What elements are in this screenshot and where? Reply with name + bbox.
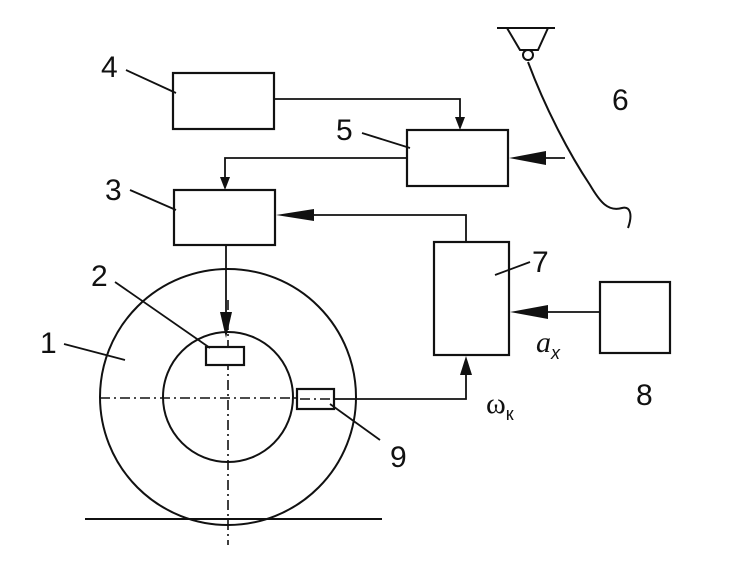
block-7 [432, 240, 511, 357]
leader-4 [125, 69, 177, 94]
block-5 [405, 128, 510, 188]
label-7: 7 [532, 246, 549, 279]
label-5: 5 [336, 114, 353, 147]
omega-signal-label: ωк [486, 387, 514, 424]
label-2: 2 [91, 260, 108, 293]
arrow-6-to-5 [509, 151, 546, 165]
block-3 [172, 188, 277, 247]
pedal-mount-bracket [506, 27, 549, 51]
leader-2 [114, 281, 211, 349]
accel-symbol: a [536, 326, 551, 359]
link-9-to-7 [334, 370, 467, 400]
arrow-4-to-5 [455, 117, 465, 130]
arrow-7-to-3 [276, 209, 314, 221]
link-7-to-3 [295, 214, 467, 242]
label-4: 4 [101, 51, 118, 84]
pedal-arm [527, 61, 632, 229]
block-8 [598, 280, 672, 355]
link-4-to-5 [274, 98, 461, 122]
leader-5 [361, 132, 411, 149]
link-5-to-3 [224, 157, 407, 182]
label-8: 8 [636, 379, 653, 412]
element-2-rect [204, 345, 246, 367]
accel-subscript: x [550, 343, 561, 363]
label-1: 1 [40, 327, 57, 360]
omega-subscript: к [506, 404, 514, 424]
block-4 [171, 71, 276, 131]
arrow-9-to-7 [460, 356, 472, 375]
arrow-8-to-7 [510, 305, 548, 319]
label-6: 6 [612, 84, 629, 117]
label-3: 3 [105, 174, 122, 207]
label-9: 9 [390, 441, 407, 474]
pedal-pivot [522, 49, 534, 61]
leader-7 [494, 261, 531, 276]
accel-signal-label: ax [536, 326, 561, 363]
leader-1 [63, 343, 126, 361]
leader-9 [329, 403, 381, 441]
arrow-5-to-3 [220, 177, 230, 190]
arrow-3-to-2 [220, 312, 232, 338]
omega-symbol: ω [486, 387, 506, 420]
leader-3 [129, 189, 177, 211]
